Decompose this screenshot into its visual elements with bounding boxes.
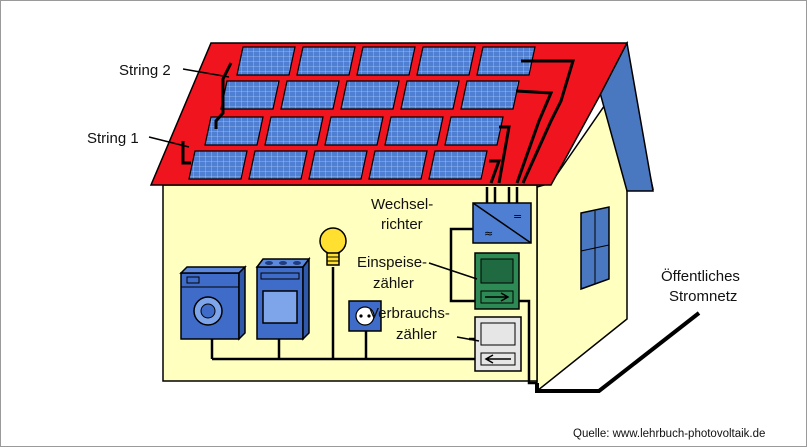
solar-panel-icon xyxy=(188,150,248,180)
solar-panel-icon xyxy=(296,46,356,76)
solar-panel-icon xyxy=(340,80,400,110)
string-wiring xyxy=(181,59,576,184)
label-wechselrichter-line2: richter xyxy=(381,216,423,233)
grid-cable xyxy=(535,311,701,393)
solar-panel-icon xyxy=(416,46,476,76)
power-socket-icon xyxy=(348,300,382,332)
solar-panel-icon xyxy=(324,116,384,146)
solar-panel-icon xyxy=(264,116,324,146)
feed-in-meter-icon xyxy=(474,252,520,310)
solar-panel-icon xyxy=(384,116,444,146)
string2-pointer xyxy=(182,68,230,78)
label-wechselrichter-line1: Wechsel- xyxy=(371,196,433,213)
source-credit: Quelle: www.lehrbuch-photovoltaik.de xyxy=(573,428,765,440)
solar-panel-array xyxy=(188,46,536,180)
solar-panel-icon xyxy=(236,46,296,76)
label-string2: String 2 xyxy=(119,62,171,79)
inverter-icon: = ≈ xyxy=(472,202,532,244)
label-string1: String 1 xyxy=(87,130,139,147)
solar-panel-icon xyxy=(368,150,428,180)
roof xyxy=(149,42,629,186)
inverter-dc-symbol: = xyxy=(513,210,522,223)
washing-machine-icon xyxy=(179,265,247,341)
einspeise-pointer xyxy=(428,262,478,280)
verbrauchs-pointer xyxy=(456,336,480,342)
solar-panel-icon xyxy=(280,80,340,110)
label-netz-line2: Stromnetz xyxy=(669,288,737,305)
label-einspeise-line1: Einspeise- xyxy=(357,254,427,271)
solar-panel-icon xyxy=(220,80,280,110)
window-icon xyxy=(580,206,610,291)
solar-panel-icon xyxy=(356,46,416,76)
solar-panel-icon xyxy=(460,80,520,110)
label-verbrauchs-line2: zähler xyxy=(396,326,437,343)
solar-panel-icon xyxy=(400,80,460,110)
solar-panel-icon xyxy=(204,116,264,146)
solar-panel-icon xyxy=(428,150,488,180)
consumption-meter-icon xyxy=(474,316,522,372)
light-bulb-icon xyxy=(319,227,347,266)
label-einspeise-line2: zähler xyxy=(373,275,414,292)
label-verbrauchs-line1: Verbrauchs- xyxy=(369,305,450,322)
stove-icon xyxy=(255,256,311,341)
inverter-ac-symbol: ≈ xyxy=(484,227,493,240)
string1-pointer xyxy=(148,136,190,148)
solar-panel-icon xyxy=(308,150,368,180)
house-wiring xyxy=(210,187,537,385)
solar-panel-icon xyxy=(476,46,536,76)
solar-panel-icon xyxy=(248,150,308,180)
label-netz-line1: Öffentliches xyxy=(661,267,740,285)
solar-panel-icon xyxy=(444,116,504,146)
